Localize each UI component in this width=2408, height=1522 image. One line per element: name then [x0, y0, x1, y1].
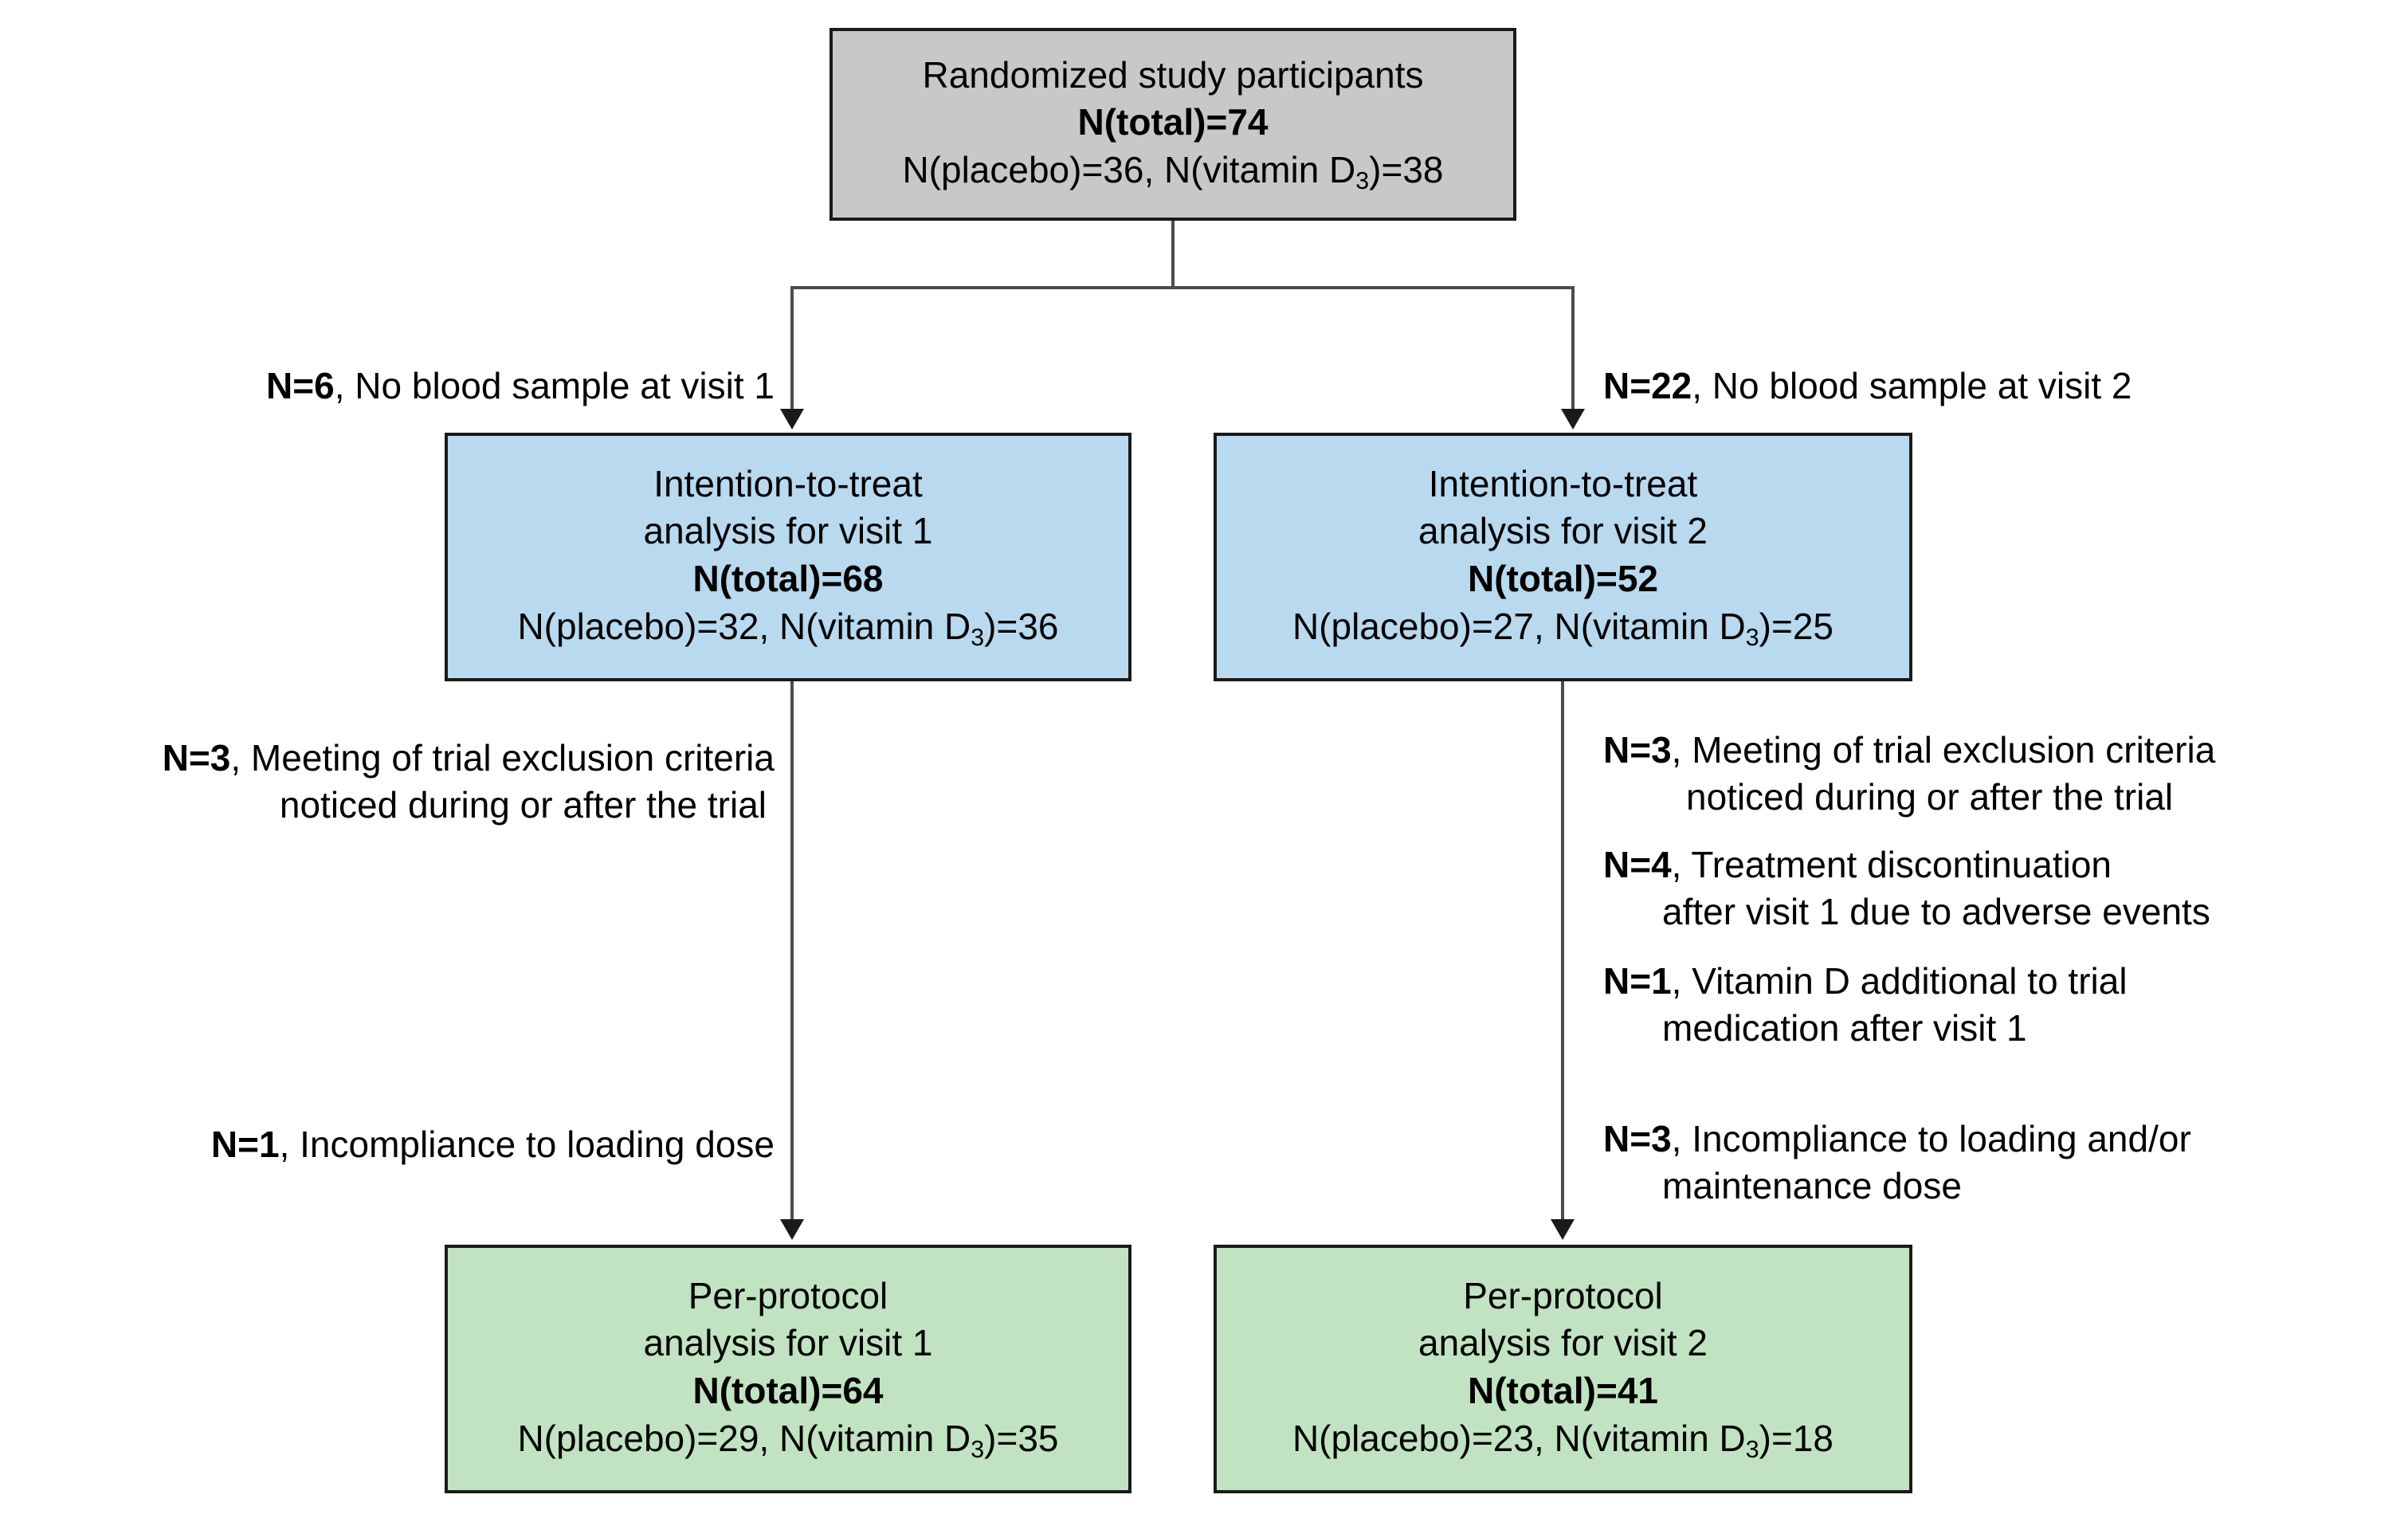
- annotation-right-3-text: , Treatment discontinuation: [1671, 844, 2112, 885]
- annotation-left-2-text: , Meeting of trial exclusion criteria: [230, 737, 775, 779]
- annotation-right-2-text-line2: noticed during or after the trial: [1686, 775, 2174, 818]
- annotation-left-no-blood-sample-visit-1: N=6, No blood sample at visit 1: [16, 363, 775, 410]
- annotation-right-4-text-line2: medication after visit 1: [1662, 1006, 2027, 1049]
- node-per-protocol-visit-2: Per-protocol analysis for visit 2 N(tota…: [1214, 1245, 1912, 1493]
- node-per-protocol-visit-1: Per-protocol analysis for visit 1 N(tota…: [445, 1245, 1131, 1493]
- annotation-right-3-count: N=4: [1603, 844, 1672, 885]
- root-breakdown: N(placebo)=36, N(vitamin D3)=38: [902, 149, 1444, 195]
- annotation-right-vitamin-d-additional: N=1, Vitamin D additional to trial medic…: [1603, 958, 2400, 1052]
- annotation-left-incompliance-loading-dose: N=1, Incompliance to loading dose: [16, 1121, 775, 1168]
- annotation-right-5-text-line2: maintenance dose: [1662, 1164, 1962, 1206]
- annotation-right-4-count: N=1: [1603, 960, 1672, 1002]
- connector-itt2-to-pp2: [1561, 681, 1564, 1222]
- connector-branch-right: [1571, 286, 1575, 412]
- connector-itt1-to-pp1: [790, 681, 794, 1222]
- itt1-total: N(total)=68: [692, 558, 884, 600]
- pp2-line-1: Per-protocol: [1463, 1274, 1663, 1316]
- connector-root-stem: [1171, 221, 1175, 288]
- root-total: N(total)=74: [1077, 101, 1269, 143]
- itt2-line-2: analysis for visit 2: [1418, 510, 1708, 552]
- annotation-left-3-count: N=1: [210, 1124, 280, 1165]
- annotation-right-no-blood-sample-visit-2: N=22, No blood sample at visit 2: [1603, 363, 2400, 410]
- pp1-line-2: analysis for visit 1: [643, 1322, 933, 1364]
- annotation-right-1-text: , No blood sample at visit 2: [1692, 365, 2132, 406]
- annotation-left-2-count: N=3: [162, 737, 231, 779]
- arrowhead-to-itt2: [1561, 409, 1585, 430]
- annotation-right-2-count: N=3: [1603, 729, 1672, 771]
- annotation-right-treatment-discontinuation: N=4, Treatment discontinuation after vis…: [1603, 841, 2400, 936]
- connector-branch-left: [790, 286, 794, 412]
- annotation-left-1-text: , No blood sample at visit 1: [334, 365, 775, 406]
- annotation-left-3-text: , Incompliance to loading dose: [279, 1124, 775, 1165]
- annotation-left-1-count: N=6: [266, 365, 335, 406]
- itt1-line-1: Intention-to-treat: [653, 462, 923, 504]
- annotation-right-4-text: , Vitamin D additional to trial: [1671, 960, 2128, 1002]
- pp2-line-2: analysis for visit 2: [1418, 1322, 1708, 1364]
- annotation-right-3-text-line2: after visit 1 due to adverse events: [1662, 890, 2210, 932]
- pp1-breakdown: N(placebo)=29, N(vitamin D3)=35: [517, 1418, 1059, 1463]
- annotation-right-incompliance-loading-maintenance: N=3, Incompliance to loading and/or main…: [1603, 1116, 2400, 1210]
- node-randomized-participants: Randomized study participants N(total)=7…: [829, 28, 1516, 221]
- arrowhead-to-pp2: [1551, 1219, 1575, 1240]
- annotation-right-2-text: , Meeting of trial exclusion criteria: [1671, 729, 2216, 771]
- itt2-line-1: Intention-to-treat: [1428, 462, 1698, 504]
- annotation-right-1-count: N=22: [1603, 365, 1692, 406]
- annotation-right-exclusion-criteria: N=3, Meeting of trial exclusion criteria…: [1603, 727, 2400, 821]
- pp2-breakdown: N(placebo)=23, N(vitamin D3)=18: [1292, 1418, 1834, 1463]
- itt1-breakdown: N(placebo)=32, N(vitamin D3)=36: [517, 606, 1059, 651]
- node-itt-visit-1: Intention-to-treat analysis for visit 1 …: [445, 433, 1131, 681]
- annotation-right-5-count: N=3: [1603, 1118, 1672, 1159]
- arrowhead-to-itt1: [780, 409, 804, 430]
- root-line-1: Randomized study participants: [922, 53, 1424, 96]
- node-itt-visit-2: Intention-to-treat analysis for visit 2 …: [1214, 433, 1912, 681]
- pp1-total: N(total)=64: [692, 1370, 884, 1412]
- itt2-breakdown: N(placebo)=27, N(vitamin D3)=25: [1292, 606, 1834, 651]
- connector-split-bar: [790, 286, 1575, 289]
- itt1-line-2: analysis for visit 1: [643, 510, 933, 552]
- pp2-total: N(total)=41: [1468, 1370, 1658, 1412]
- pp1-line-1: Per-protocol: [688, 1274, 888, 1316]
- arrowhead-to-pp1: [780, 1219, 804, 1240]
- itt2-total: N(total)=52: [1468, 558, 1658, 600]
- annotation-right-5-text: , Incompliance to loading and/or: [1671, 1118, 2191, 1159]
- annotation-left-exclusion-criteria: N=3, Meeting of trial exclusion criteria…: [16, 735, 775, 829]
- annotation-left-2-text-line2: noticed during or after the trial: [279, 783, 767, 826]
